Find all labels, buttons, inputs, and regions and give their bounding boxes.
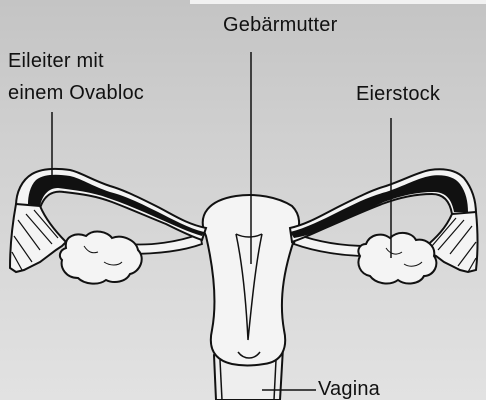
- right-tube-band: [290, 175, 468, 238]
- right-ovary: [358, 233, 436, 284]
- ovary-label: Eierstock: [356, 83, 440, 105]
- fallopian-tube-label-line2: einem Ovabloc: [8, 82, 144, 104]
- fallopian-tube-label-line1: Eileiter mit: [8, 50, 104, 72]
- left-tube-band: [28, 175, 204, 236]
- left-ovary: [60, 232, 142, 284]
- vagina-label: Vagina: [318, 378, 380, 400]
- uterus-label: Gebärmutter: [223, 14, 337, 36]
